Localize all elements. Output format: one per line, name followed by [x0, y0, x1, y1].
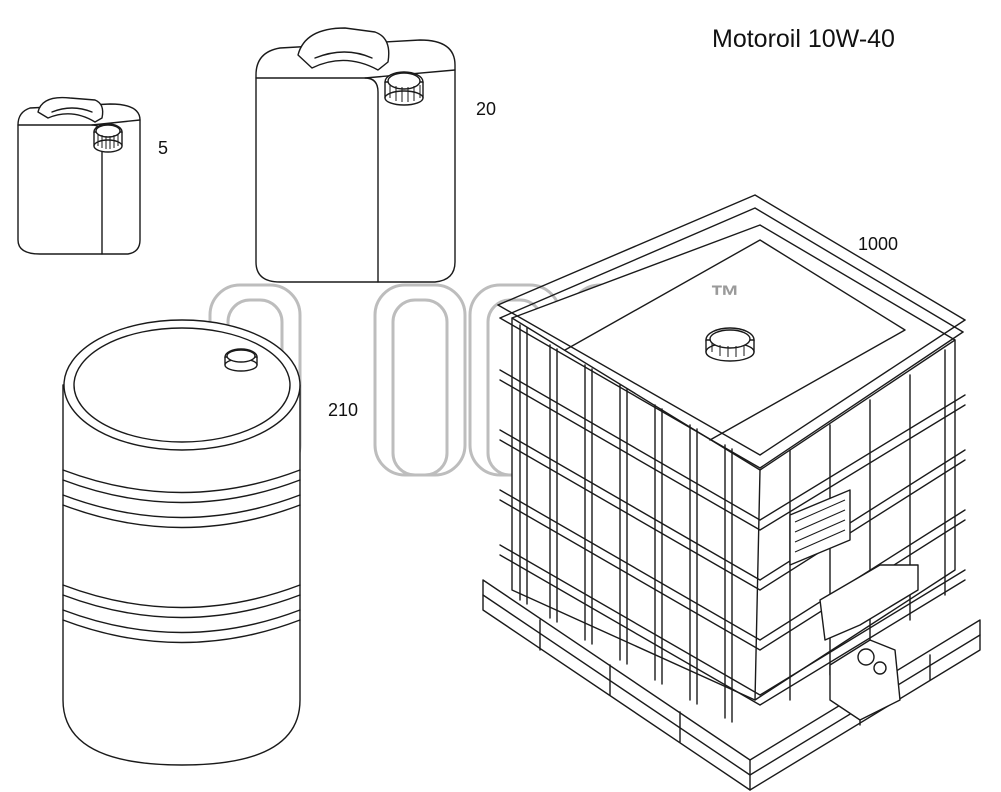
canister-20-label: 20 [476, 99, 497, 119]
drum-210-label: 210 [328, 400, 359, 420]
drum-210-drawing [62, 319, 301, 766]
ibc-1000-drawing [482, 194, 981, 791]
canister-5-drawing [17, 96, 141, 255]
watermark-trademark: ™ [710, 280, 740, 313]
diagram-title: Motoroil 10W-40 [712, 25, 895, 53]
canister-5-label: 5 [158, 138, 169, 158]
canister-20-drawing [255, 27, 456, 283]
ibc-1000-label: 1000 [858, 234, 899, 254]
